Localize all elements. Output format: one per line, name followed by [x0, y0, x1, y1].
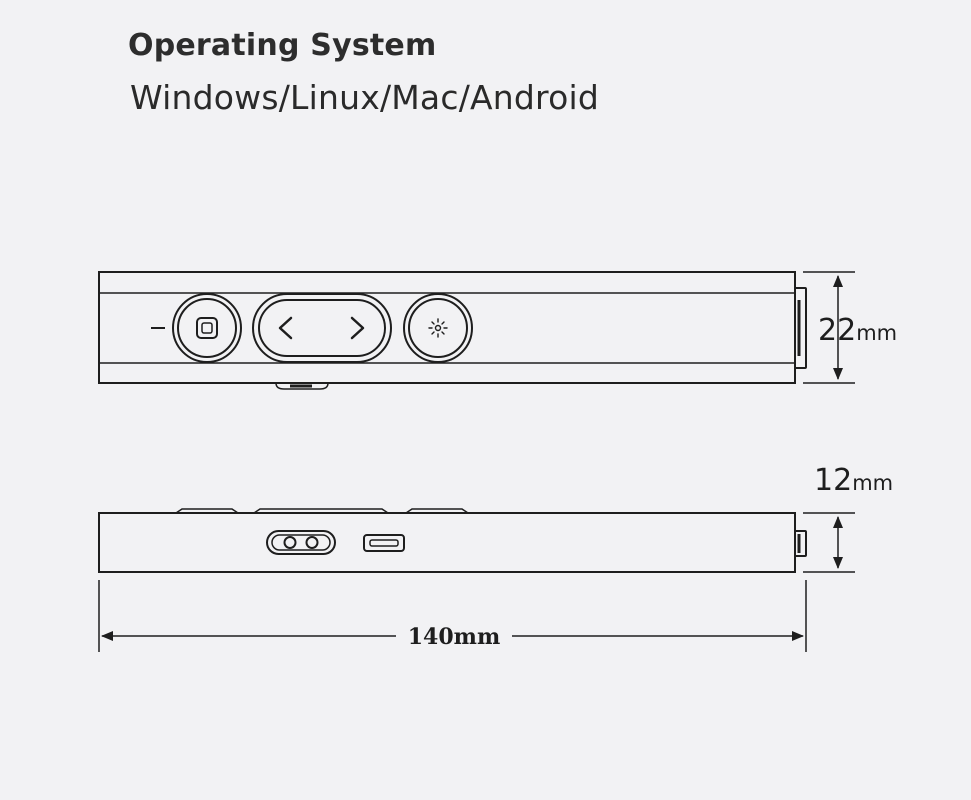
- usb-c-port: [363, 534, 405, 552]
- operating-system-heading: Operating System: [128, 28, 437, 63]
- os-compatibility-list: Windows/Linux/Mac/Android: [130, 78, 599, 117]
- power-switch[interactable]: [266, 530, 336, 555]
- page-navigation-rocker[interactable]: [252, 293, 392, 363]
- front-bottom-nub: [275, 382, 329, 390]
- next-arrow-icon[interactable]: [350, 316, 365, 340]
- highlight-star-icon: [428, 318, 448, 338]
- side-end-cap: [794, 530, 807, 557]
- usb-c-port-icon: [369, 539, 399, 547]
- height-value: 22mm: [818, 313, 897, 348]
- presenter-side-view: [98, 508, 807, 573]
- length-value: 140mm: [408, 624, 500, 650]
- previous-arrow-icon[interactable]: [278, 316, 293, 340]
- thickness-value: 12mm: [814, 463, 893, 498]
- presenter-front-view: [98, 271, 807, 390]
- length-dimension: [98, 580, 807, 652]
- laser-button-icon: [196, 317, 218, 339]
- side-button-top-1: [175, 508, 239, 514]
- thickness-dimension: [803, 512, 855, 573]
- height-dimension: [803, 271, 855, 384]
- side-button-top-3: [405, 508, 469, 514]
- front-end-cap: [794, 287, 807, 369]
- side-button-top-2: [253, 508, 389, 514]
- power-switch-icon: [283, 536, 319, 549]
- highlight-button[interactable]: [403, 293, 473, 363]
- laser-button[interactable]: [172, 293, 242, 363]
- side-body-outline: [98, 512, 796, 573]
